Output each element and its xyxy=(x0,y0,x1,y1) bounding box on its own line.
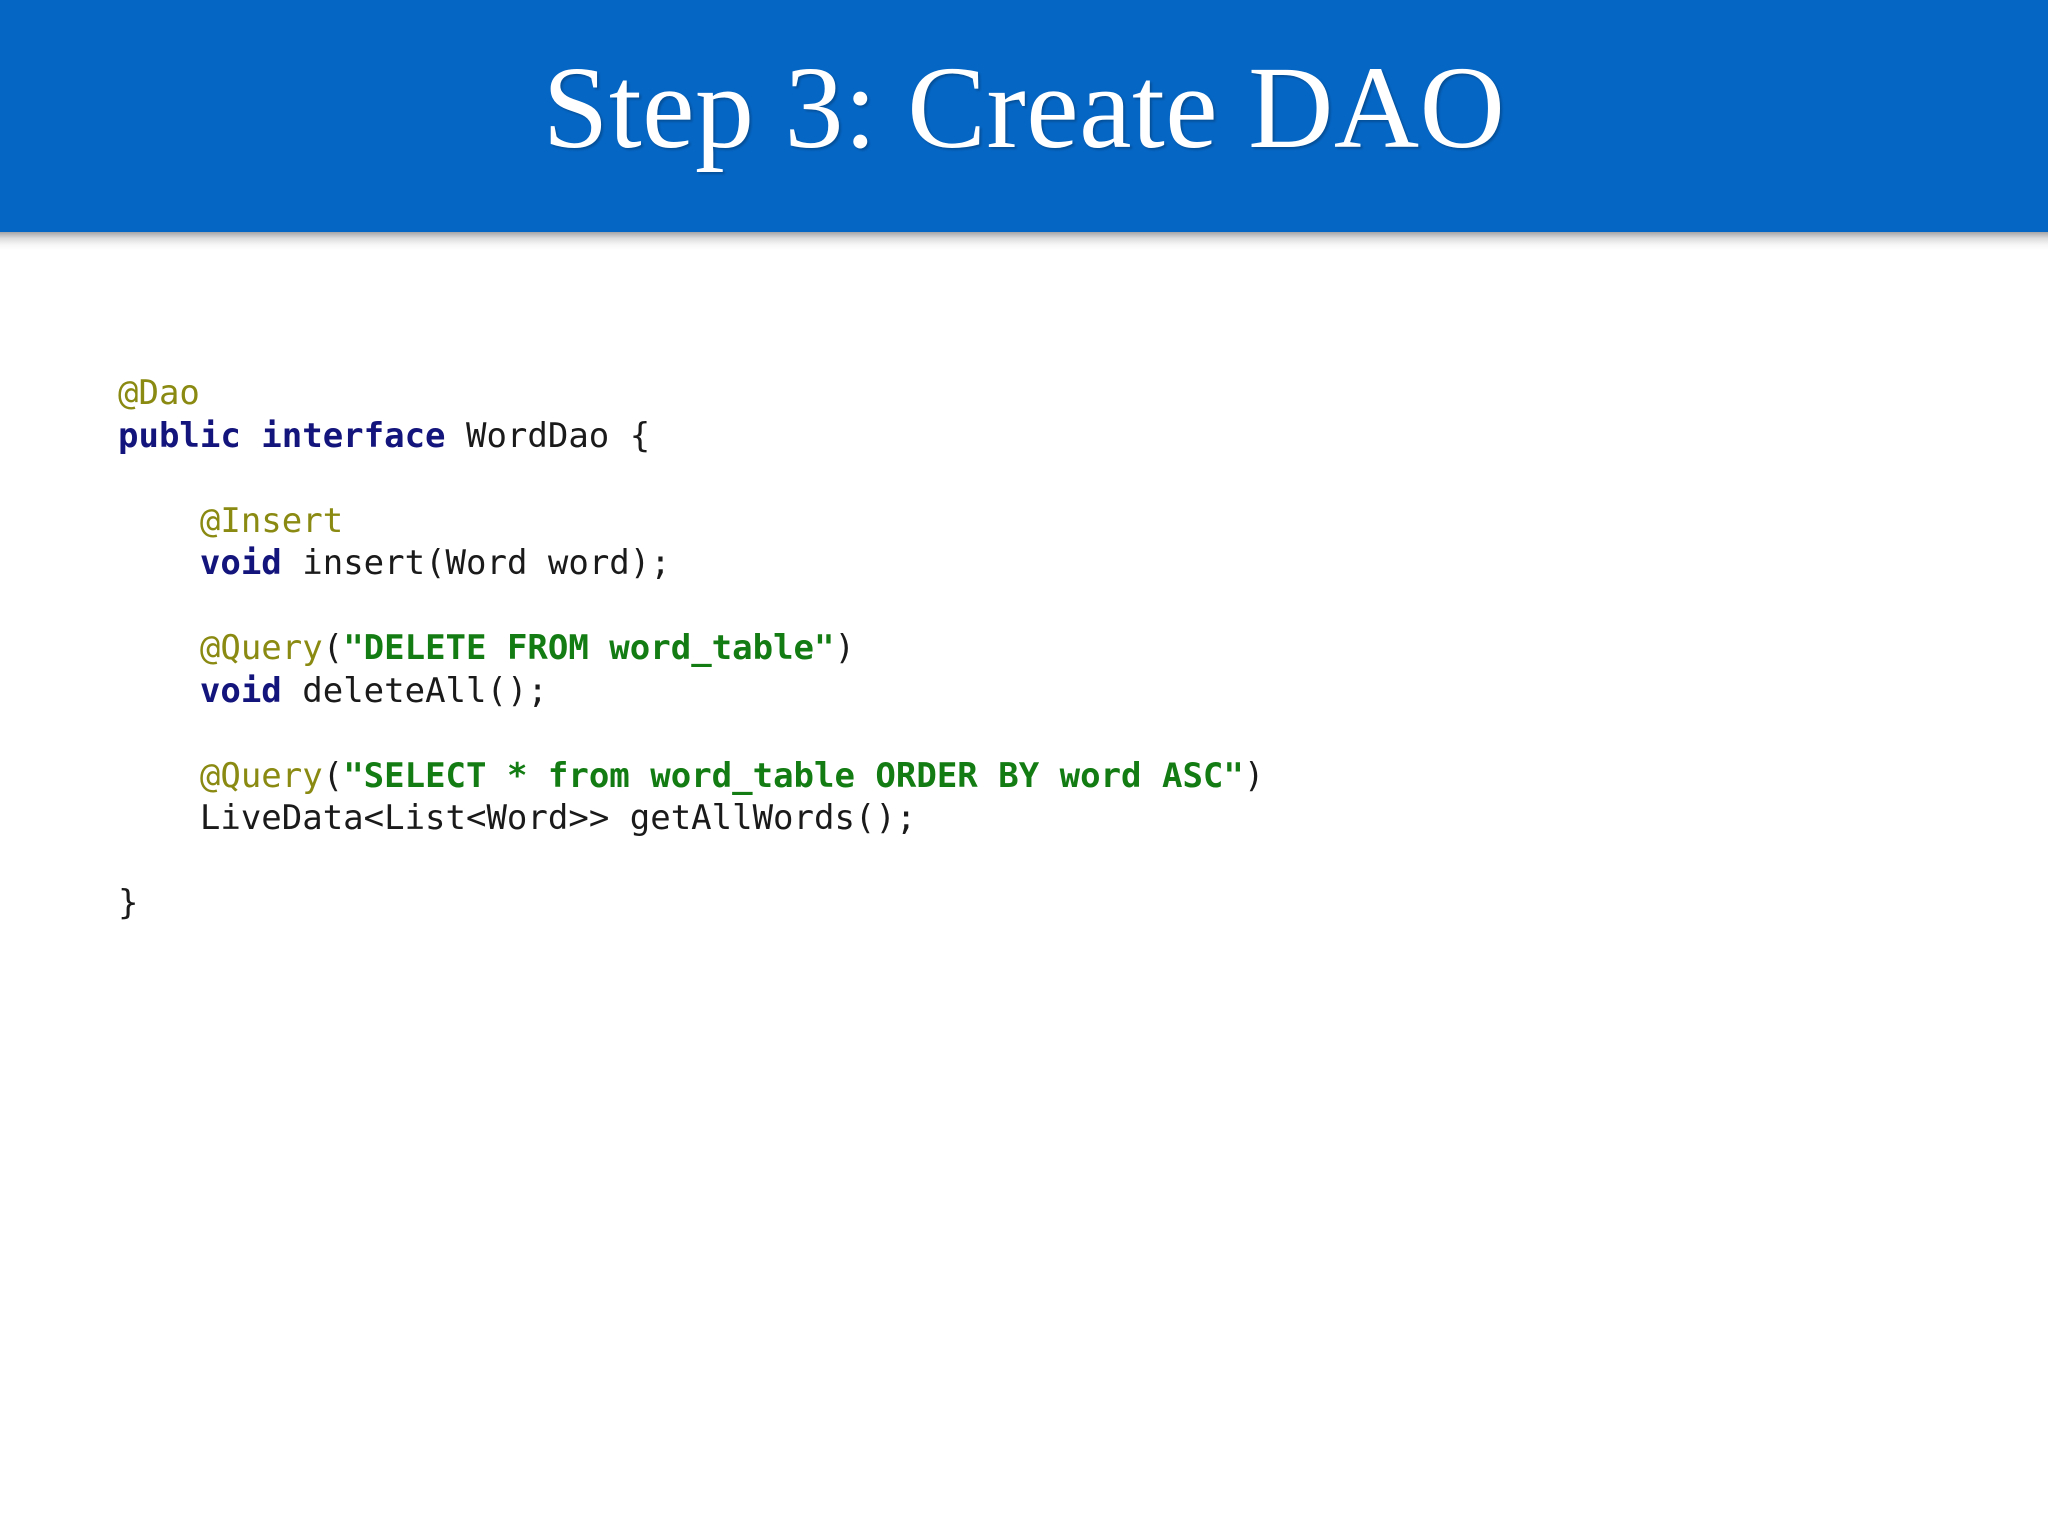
code-indent xyxy=(118,671,200,711)
code-token-plain: WordDao { xyxy=(445,415,651,456)
code-token-plain: deleteAll(); xyxy=(281,670,548,711)
code-line xyxy=(118,585,1938,628)
code-indent xyxy=(118,543,200,583)
code-line: } xyxy=(118,882,1938,925)
code-line: public interface WordDao { xyxy=(118,415,1938,458)
code-token-annotation: @Query xyxy=(199,755,323,796)
code-token-string: "SELECT * from word_table ORDER BY word … xyxy=(343,755,1244,796)
code-content-area: @Dao public interface WordDao { @Insert … xyxy=(118,372,1938,925)
code-line: void deleteAll(); xyxy=(118,670,1938,713)
code-token-plain: LiveData<List<Word>> getAllWords(); xyxy=(199,798,917,838)
code-token-plain: ( xyxy=(322,628,344,668)
code-indent xyxy=(118,756,200,796)
code-token-plain: ( xyxy=(322,755,344,796)
code-indent xyxy=(118,628,200,668)
code-line: LiveData<List<Word>> getAllWords(); xyxy=(118,797,1938,840)
code-line xyxy=(118,457,1938,500)
code-token-plain: ) xyxy=(834,628,855,668)
code-line: @Query("DELETE FROM word_table") xyxy=(118,627,1938,670)
code-line: @Query("SELECT * from word_table ORDER B… xyxy=(118,755,1938,798)
code-token-keyword: void xyxy=(199,543,282,583)
code-token-annotation: @Insert xyxy=(199,500,344,541)
code-token-plain: } xyxy=(118,883,139,923)
code-indent xyxy=(118,798,200,838)
code-block: @Dao public interface WordDao { @Insert … xyxy=(118,372,1938,925)
header-shadow-divider xyxy=(0,232,2048,250)
code-line: @Insert xyxy=(118,500,1938,543)
code-line: @Dao xyxy=(118,372,1938,415)
code-token-annotation: @Dao xyxy=(118,373,200,413)
code-line: void insert(Word word); xyxy=(118,542,1938,585)
page-title: Step 3: Create DAO xyxy=(542,42,1506,173)
code-token-string: "DELETE FROM word_table" xyxy=(343,628,835,668)
slide-header-banner: Step 3: Create DAO xyxy=(0,0,2048,232)
code-token-keyword: void xyxy=(199,670,282,711)
code-token-plain: insert(Word word); xyxy=(281,543,671,583)
code-token-keyword: public interface xyxy=(118,415,446,456)
code-token-annotation: @Query xyxy=(199,628,323,668)
code-line xyxy=(118,712,1938,755)
code-indent xyxy=(118,501,200,541)
code-line xyxy=(118,840,1938,883)
code-token-plain: ) xyxy=(1243,755,1265,796)
